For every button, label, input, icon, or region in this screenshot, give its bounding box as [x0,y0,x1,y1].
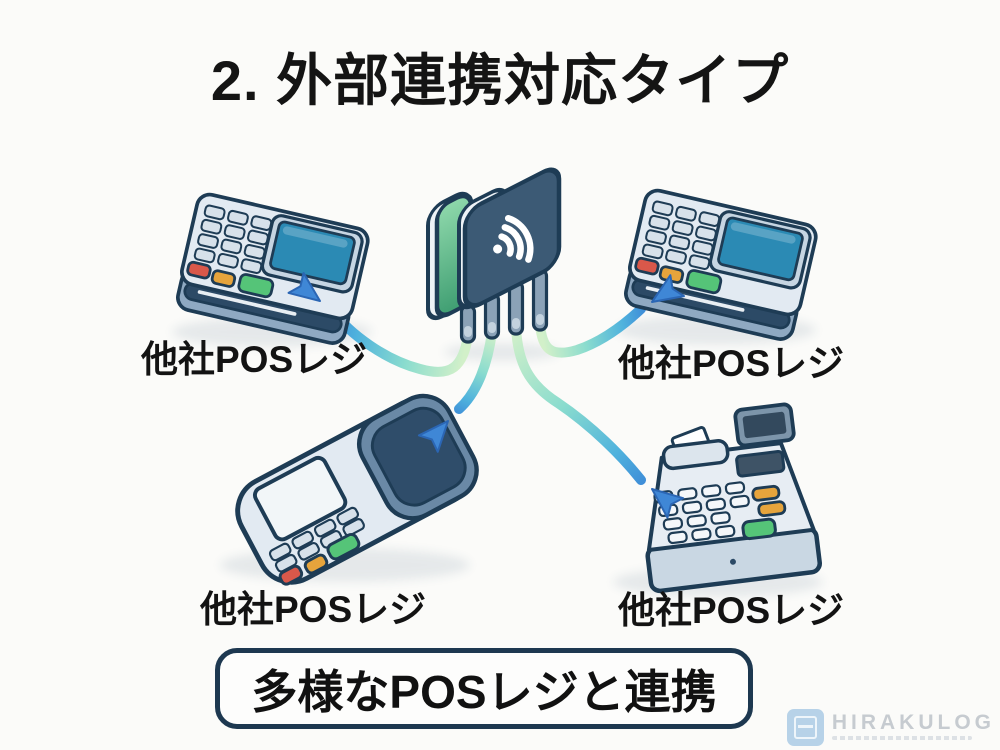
watermark-tagline-placeholder [831,736,972,740]
pos-terminal-bottom-left [235,393,479,586]
arrow-top-right-icon [651,274,685,303]
reader-cards [426,167,562,321]
connection-ribbons [326,304,646,485]
central-nfc-reader [426,167,562,344]
arrowheads [287,271,685,519]
hirakulog-logo-icon [786,709,824,746]
arrow-bottom-right-icon [651,488,685,519]
summary-banner-text: 多様なPOSレジと連携 [251,665,717,718]
summary-banner: 多様なPOSレジと連携 [215,648,753,729]
label-pos-top-right: 他社POSレジ [618,343,845,384]
watermark: HIRAKULOG [786,709,995,746]
watermark-text-block: HIRAKULOG [831,709,995,740]
ribbon-bottom-right [511,323,646,485]
logo-glyph [793,716,817,739]
watermark-brand: HIRAKULOG [831,711,995,734]
label-pos-top-left: 他社POSレジ [141,339,368,380]
page-title: 2. 外部連携対応タイプ [210,49,790,112]
ribbon-top-right [535,304,646,358]
label-pos-bottom-left: 他社POSレジ [200,589,427,630]
reader-pins [459,268,549,344]
arrow-top-left-icon [287,271,321,302]
label-pos-bottom-right: 他社POSレジ [618,590,845,631]
ribbon-top-left [326,304,473,377]
arrow-bottom-left-icon [417,420,449,453]
handheld-keypad [268,506,365,573]
ribbon-bottom-left [454,327,497,414]
